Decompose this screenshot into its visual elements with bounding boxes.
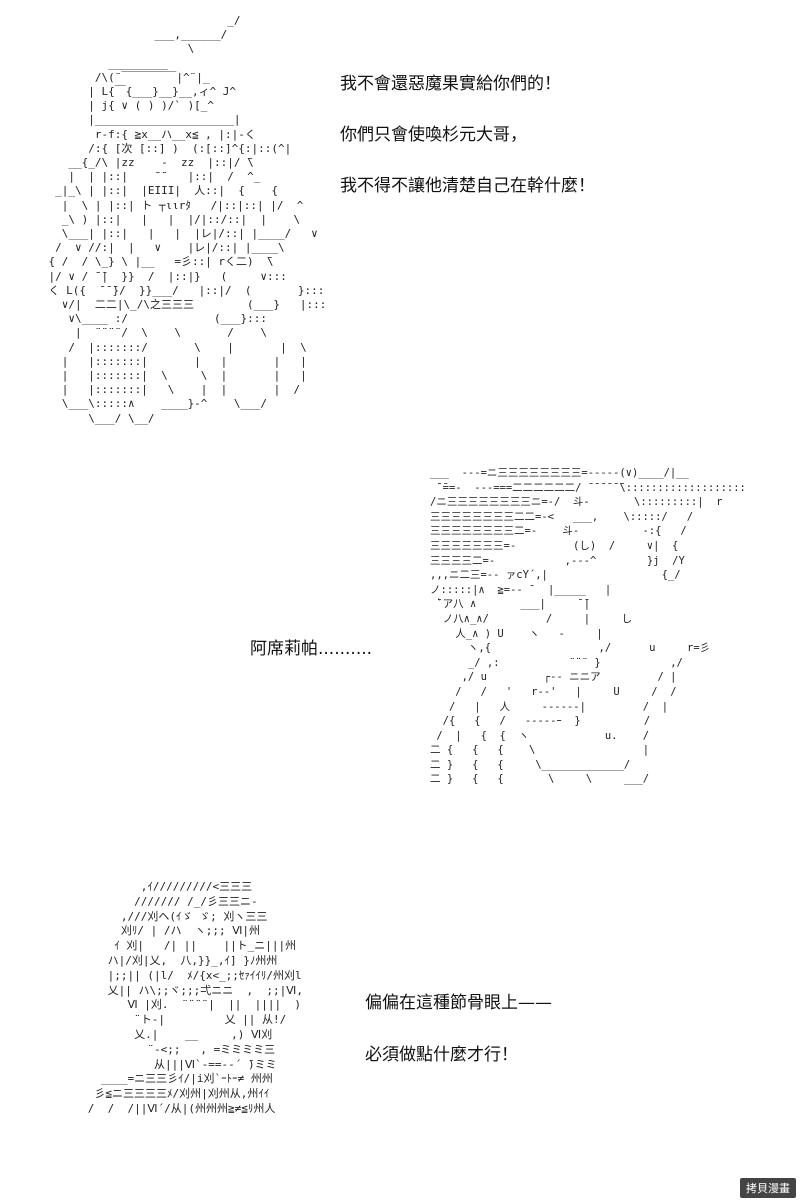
ascii-art-girl-with-hat: _/ ___,______/ \ _________ /\(¨￣￣￣￣￣|^¨|… — [48, 14, 327, 425]
ascii-art-man-with-headband: ___ ---=ニ三三三三三三三三=-----(∨)____/|__ ̄ ̄==… — [430, 467, 746, 786]
dialogue-line-4: 阿席莉帕.......... — [250, 639, 373, 659]
dialogue-line-5: 偏偏在這種節骨眼上—— — [365, 993, 552, 1013]
dialogue-line-6: 必須做點什麼才行！ — [365, 1045, 518, 1065]
dialogue-line-2: 你們只會使喚杉元大哥， — [340, 125, 527, 145]
dialogue-line-1: 我不會還惡魔果實給你們的！ — [340, 74, 561, 94]
ascii-art-shadowed-face: ,ｲ/////////<三三三 /////// /_/彡三三ニ- ,///刈ヘ(… — [87, 880, 303, 1115]
watermark-badge: 拷貝漫畫 — [740, 1178, 796, 1198]
dialogue-line-3: 我不得不讓他清楚自己在幹什麼！ — [340, 176, 595, 196]
